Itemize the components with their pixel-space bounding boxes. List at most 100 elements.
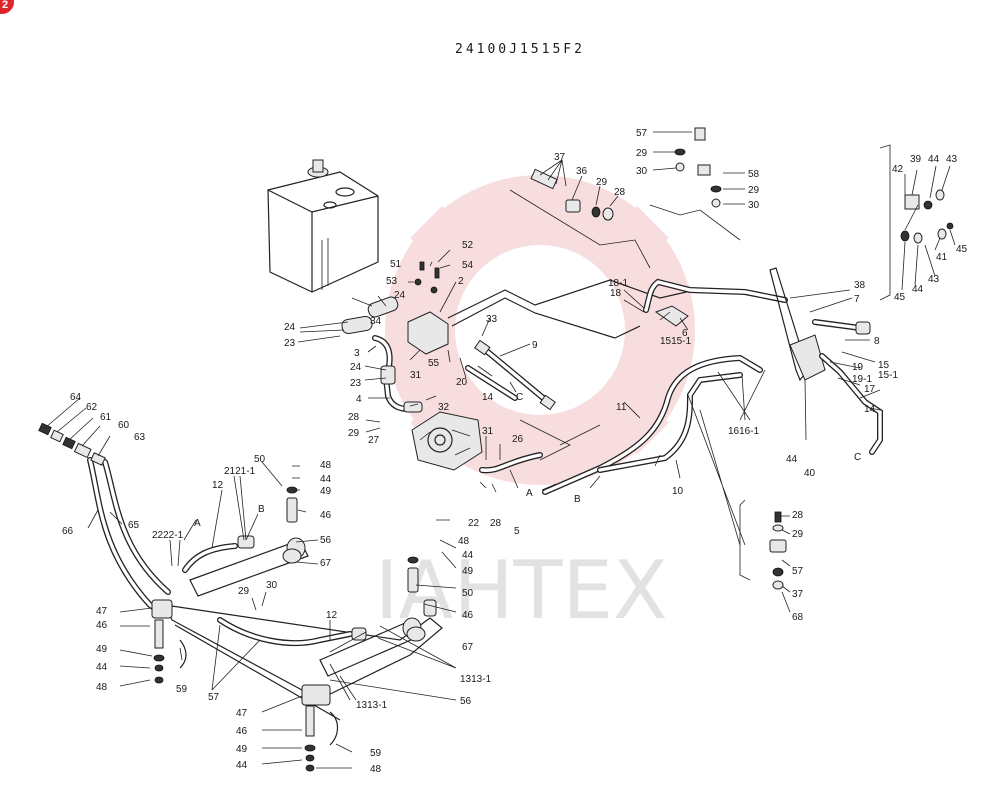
label-34: 34: [370, 316, 382, 327]
label-46: 46: [96, 620, 108, 631]
steering-column: [769, 267, 826, 441]
label-8: 8: [874, 336, 880, 347]
label-59: 59: [176, 684, 188, 695]
label-6: 6: [682, 328, 688, 339]
label-36: 36: [576, 166, 588, 177]
label-52: 52: [462, 240, 474, 251]
label-39: 39: [910, 154, 922, 165]
label-62: 62: [86, 402, 98, 413]
label-68: 68: [792, 612, 804, 623]
label-c: C: [854, 452, 861, 463]
label-41: 41: [936, 252, 948, 263]
left-kingpin: [151, 599, 173, 684]
label-2121-1: 2121-1: [224, 466, 256, 477]
watermark-text: IAHTEX: [375, 544, 668, 637]
label-49: 49: [320, 486, 332, 497]
label-38: 38: [854, 280, 866, 291]
label-57: 57: [208, 692, 220, 703]
fitting-stack-60-64: [38, 422, 106, 466]
label-63: 63: [134, 432, 146, 443]
label-60: 60: [118, 420, 130, 431]
label-2: 2: [458, 276, 464, 287]
label-23: 23: [284, 338, 296, 349]
hydraulic-tank: [267, 159, 379, 293]
label-49: 49: [236, 744, 248, 755]
label-29: 29: [348, 428, 360, 439]
label-1313-1: 1313-1: [356, 700, 388, 711]
label-44: 44: [462, 550, 474, 561]
label-45: 45: [956, 244, 968, 255]
label-46: 46: [236, 726, 248, 737]
label-64: 64: [70, 392, 82, 403]
label-44: 44: [928, 154, 940, 165]
label-15-1: 15-1: [878, 370, 898, 381]
label-61: 61: [100, 412, 112, 423]
control-valve: [341, 261, 449, 355]
label-54: 54: [462, 260, 474, 271]
label-55: 55: [428, 358, 440, 369]
label-7: 7: [854, 294, 860, 305]
label-26: 26: [512, 434, 524, 445]
label-48: 48: [370, 764, 382, 775]
label-28: 28: [614, 187, 626, 198]
label-18: 18: [610, 288, 622, 299]
label-29: 29: [748, 185, 760, 196]
label-43: 43: [928, 274, 940, 285]
label-42: 42: [892, 164, 904, 175]
label-b: B: [258, 504, 265, 515]
label-44: 44: [912, 284, 924, 295]
label-30: 30: [636, 166, 648, 177]
label-44: 44: [96, 662, 108, 673]
label-48: 48: [96, 682, 108, 693]
label-c: C: [516, 392, 523, 403]
right-kingpin: [301, 684, 331, 772]
label-3: 3: [354, 348, 360, 359]
label-2222-1: 2222-1: [152, 530, 184, 541]
label-45: 45: [894, 292, 906, 303]
label-58: 58: [748, 169, 760, 180]
label-40: 40: [804, 468, 816, 479]
label-49: 49: [96, 644, 108, 655]
badge-number: 2: [1, 0, 9, 11]
label-31: 31: [482, 426, 494, 437]
label-56: 56: [320, 535, 332, 546]
label-44: 44: [786, 454, 798, 465]
label-44: 44: [236, 760, 248, 771]
label-50: 50: [254, 454, 266, 465]
label-4: 4: [356, 394, 362, 405]
label-11: 11: [616, 402, 627, 413]
label-32: 32: [438, 402, 450, 413]
label-47: 47: [236, 708, 248, 719]
label-37: 37: [554, 152, 566, 163]
label-10: 10: [672, 486, 684, 497]
label-33: 33: [486, 314, 498, 325]
label-56: 56: [460, 696, 472, 707]
label-12: 12: [212, 480, 224, 491]
label-28: 28: [490, 518, 502, 529]
upper-parts: [530, 127, 954, 244]
label-48: 48: [320, 460, 332, 471]
label-29: 29: [636, 148, 648, 159]
label-48: 48: [458, 536, 470, 547]
label-67: 67: [320, 558, 332, 569]
label-1616-1: 1616-1: [728, 426, 760, 437]
label-66: 66: [62, 526, 74, 537]
label-51: 51: [390, 259, 402, 270]
label-17: 17: [864, 384, 876, 395]
label-23: 23: [350, 378, 362, 389]
label-28: 28: [348, 412, 360, 423]
label-43: 43: [946, 154, 958, 165]
label-37: 37: [792, 589, 804, 600]
part-labels: 57 29 30 58 29 30 37 36 29 28 42 39 44 4…: [62, 128, 968, 775]
label-22: 22: [468, 518, 480, 529]
label-27: 27: [368, 435, 380, 446]
label-24: 24: [394, 290, 406, 301]
label-67: 67: [462, 642, 474, 653]
label-14: 14: [482, 392, 494, 403]
leader-lines: [44, 131, 956, 769]
label-19: 19: [852, 362, 864, 373]
label-a: A: [194, 518, 201, 529]
label-29: 29: [792, 529, 804, 540]
label-14: 14: [864, 404, 876, 415]
